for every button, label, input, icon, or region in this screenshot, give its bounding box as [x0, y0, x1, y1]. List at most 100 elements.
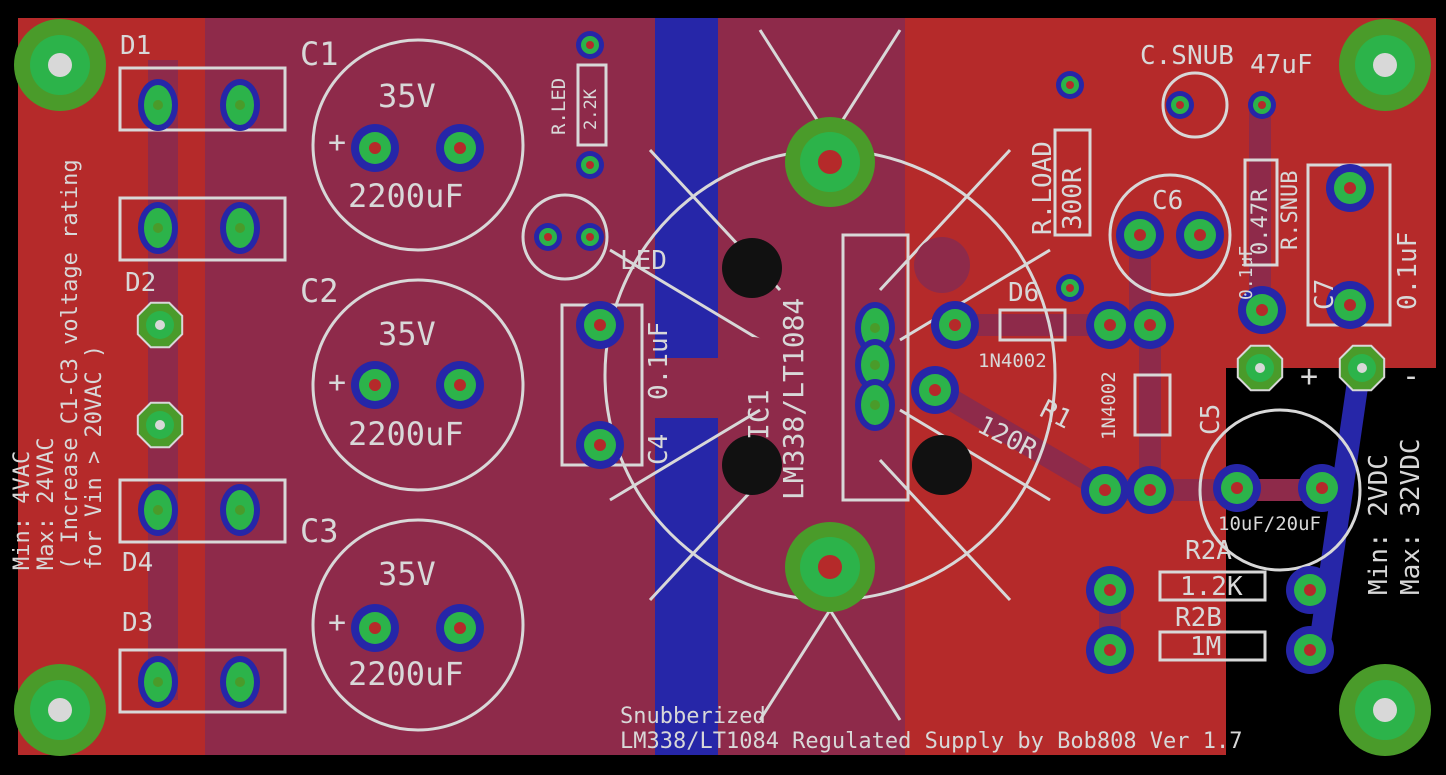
pad — [1286, 566, 1334, 614]
out-plus: + — [1300, 359, 1319, 394]
input-min: Min: 4VAC — [10, 450, 35, 570]
pad — [1238, 286, 1286, 334]
pad — [855, 379, 895, 431]
rload-value: 300R — [1058, 167, 1088, 230]
mounting-hole-br — [1339, 664, 1431, 756]
title-line-1: Snubberized — [620, 704, 766, 729]
output-max: Max: 32VDC — [1396, 438, 1426, 595]
rled-label: R.LED — [548, 77, 570, 135]
pad — [1086, 301, 1134, 349]
c1-voltage: 35V — [378, 77, 436, 115]
d3-label: D3 — [122, 608, 154, 638]
pad — [1176, 211, 1224, 259]
overlap-regions — [148, 18, 905, 755]
out-minus: - — [1402, 359, 1421, 394]
pad — [136, 301, 184, 349]
pad — [576, 421, 624, 469]
csnub-label: C.SNUB — [1140, 41, 1234, 71]
pad — [220, 484, 260, 536]
pad — [1086, 626, 1134, 674]
pad — [911, 366, 959, 414]
d4-label: D4 — [122, 548, 154, 578]
c2-label: C2 — [300, 272, 339, 310]
output-min: Min: 2VDC — [1364, 454, 1394, 595]
mounting-hole-tl — [14, 19, 106, 111]
c4-value: 0.1uF — [644, 321, 674, 400]
c1-label: C1 — [300, 35, 339, 73]
input-note-1: ( Increase C1-C3 voltage rating — [58, 159, 83, 570]
pad — [351, 124, 399, 172]
d6-label: D6 — [1008, 278, 1040, 308]
pad — [1298, 464, 1346, 512]
pad — [220, 656, 260, 708]
d1-label: D1 — [120, 31, 152, 61]
pad — [855, 339, 895, 391]
pad — [1056, 71, 1084, 99]
r2b-value: 1M — [1190, 632, 1222, 662]
mounting-hole-tr — [1339, 19, 1431, 111]
c1-plus: + — [328, 125, 347, 160]
pad — [1116, 211, 1164, 259]
r2b-label: R2B — [1175, 603, 1222, 633]
c3-plus: + — [328, 605, 347, 640]
c2-voltage: 35V — [378, 315, 436, 353]
d5-value: 1N4002 — [1098, 371, 1120, 440]
pad — [1126, 301, 1174, 349]
c1-value: 2200uF — [348, 177, 464, 215]
pad — [436, 361, 484, 409]
input-note-2: for Vin > 20VAC ) — [82, 344, 107, 570]
rled-value: 2.2K — [581, 89, 601, 130]
pad — [1326, 164, 1374, 212]
d2-label: D2 — [125, 268, 157, 298]
pad — [1056, 274, 1084, 302]
input-max: Max: 24VAC — [34, 437, 59, 570]
r2a-value: 1.2K — [1180, 572, 1243, 602]
pad — [1286, 626, 1334, 674]
pad — [576, 31, 604, 59]
pad — [1166, 91, 1194, 119]
c6-value: 0.1uF — [1236, 245, 1257, 300]
mounting-hole-bl — [14, 664, 106, 756]
c3-label: C3 — [300, 512, 339, 550]
pad — [1326, 281, 1374, 329]
c3-value: 2200uF — [348, 655, 464, 693]
pad — [534, 223, 562, 251]
pad — [436, 124, 484, 172]
c4-label: C4 — [644, 433, 674, 465]
pad — [1236, 344, 1284, 392]
pad — [220, 79, 260, 131]
ic1-label: IC1 — [742, 389, 775, 440]
pad — [138, 656, 178, 708]
rload-label: R.LOAD — [1028, 141, 1058, 235]
ic1-value: LM338/LT1084 — [777, 297, 810, 500]
pad — [351, 361, 399, 409]
rsnub-label: R.SNUB — [1278, 170, 1303, 250]
c3-voltage: 35V — [378, 555, 436, 593]
r2a-label: R2A — [1185, 536, 1232, 566]
pad — [1126, 466, 1174, 514]
c6-label: C6 — [1152, 186, 1184, 216]
c5-value: 10uF/20uF — [1218, 513, 1321, 535]
led-label: LED — [620, 246, 667, 276]
c7-label: C7 — [1310, 278, 1340, 310]
c5-label: C5 — [1196, 403, 1226, 435]
pad — [1213, 464, 1261, 512]
c7-value: 0.1uF — [1393, 231, 1423, 310]
pad — [351, 604, 399, 652]
pad — [576, 301, 624, 349]
heatsink-screw-holes — [722, 237, 972, 495]
pad — [220, 202, 260, 254]
pad — [436, 604, 484, 652]
pad — [1248, 91, 1276, 119]
pad — [855, 302, 895, 354]
pad — [1086, 566, 1134, 614]
pad — [576, 223, 604, 251]
c2-value: 2200uF — [348, 415, 464, 453]
csnub-value: 47uF — [1250, 50, 1313, 80]
pad — [931, 301, 979, 349]
mounting-holes — [14, 19, 1431, 756]
pad — [136, 401, 184, 449]
pads — [136, 31, 1386, 708]
title-line-2: LM338/LT1084 Regulated Supply by Bob808 … — [620, 729, 1243, 754]
